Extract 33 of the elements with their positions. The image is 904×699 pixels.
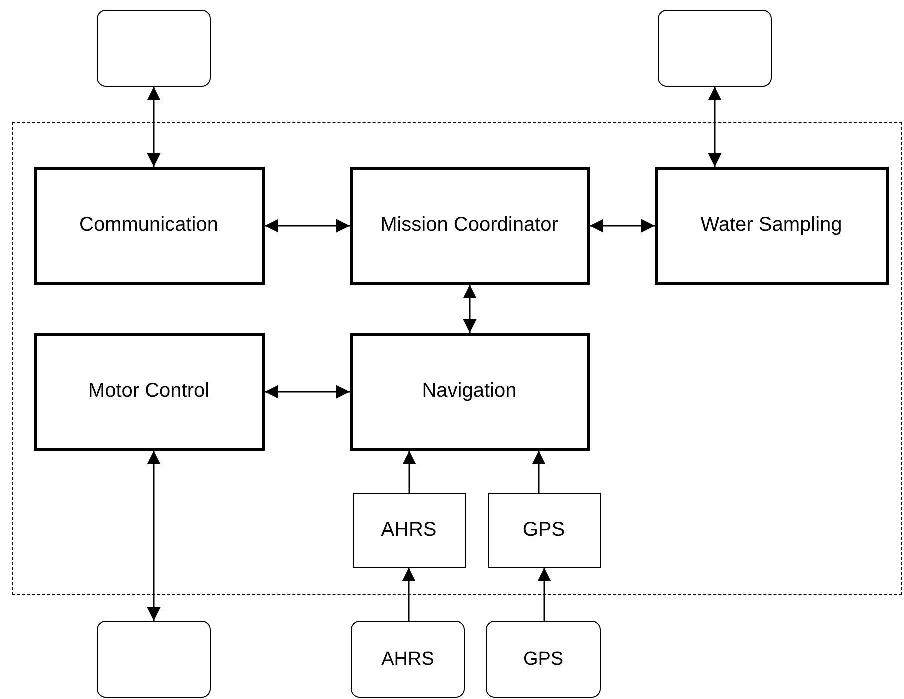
arrow xyxy=(532,451,546,493)
node-label: Motor Control xyxy=(87,379,211,404)
node-label: AHRS xyxy=(380,518,438,542)
node-label: GPS xyxy=(522,648,565,672)
process-box xyxy=(488,492,600,568)
arrow xyxy=(590,219,655,233)
node-label: AHRS xyxy=(380,648,436,672)
dashed-group-box xyxy=(12,122,902,595)
process-box xyxy=(34,332,264,450)
arrow xyxy=(402,568,416,621)
device-box xyxy=(658,10,772,87)
device-box xyxy=(97,10,211,87)
process-box xyxy=(350,166,590,284)
arrow xyxy=(538,568,552,621)
arrow xyxy=(463,285,477,333)
arrow xyxy=(265,219,350,233)
node-label: Water Sampling xyxy=(700,213,844,238)
process-box xyxy=(654,166,888,284)
arrow xyxy=(265,385,350,399)
arrow xyxy=(147,87,161,167)
node-label: Navigation xyxy=(421,379,518,404)
device-box xyxy=(351,621,465,698)
process-box xyxy=(34,166,264,284)
device-box xyxy=(486,621,601,698)
process-box xyxy=(352,492,466,568)
arrow xyxy=(708,87,722,167)
node-label: GPS xyxy=(522,518,566,542)
arrow xyxy=(402,451,416,493)
arrow xyxy=(147,451,161,621)
node-label: Mission Coordinator xyxy=(380,213,560,238)
node-label: Communication xyxy=(78,213,220,238)
device-box xyxy=(97,621,211,698)
process-box xyxy=(350,332,590,450)
